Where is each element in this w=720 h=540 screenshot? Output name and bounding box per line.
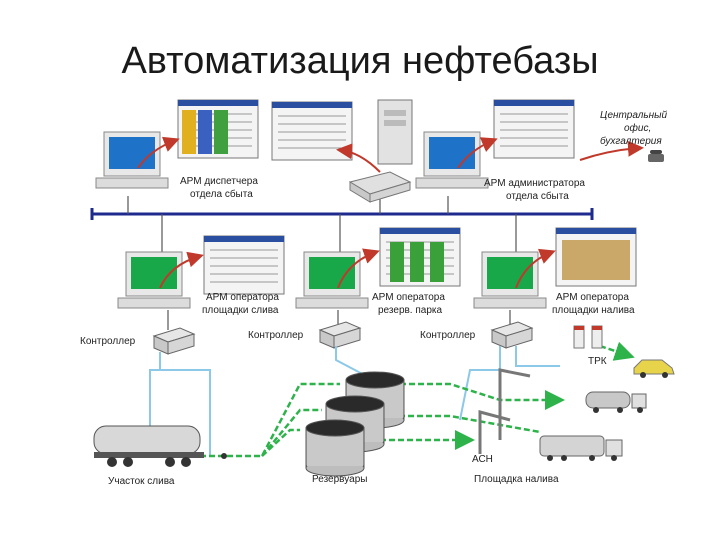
tanker-truck-icon (585, 391, 647, 413)
label-arm-op-fill: АРМ оператора (556, 292, 629, 303)
label-office: Центральный (600, 110, 668, 121)
controller-icon (491, 321, 533, 349)
monitor-icon (117, 251, 191, 309)
controller-icon (319, 321, 361, 349)
monitor-icon (473, 251, 547, 309)
loading-arm-icon (478, 368, 531, 454)
slide-title: Автоматизация нефтебазы (121, 40, 599, 82)
label-asn: АСН (472, 454, 493, 465)
label-trk: ТРК (588, 356, 607, 367)
controller-icon (153, 327, 195, 355)
tank-wagon-icon (93, 425, 204, 467)
window-screenshot (493, 99, 575, 159)
fuel-dispenser-icon (573, 325, 603, 349)
window-screenshot (203, 235, 285, 295)
label-tanks: Резервуары (312, 474, 367, 485)
label-fill-area: Площадка налива (474, 474, 559, 485)
label-arm-op-park-2: резерв. парка (378, 305, 443, 316)
label-arm-dispatcher: АРМ диспетчера (180, 176, 258, 187)
tank-icon (305, 419, 365, 477)
monitor-icon (295, 251, 369, 309)
printer-icon (348, 171, 412, 203)
label-office-3: бухгалтерия (600, 135, 662, 147)
window-screenshot (555, 227, 637, 287)
label-drain-area: Участок слива (108, 476, 175, 487)
server-icon (377, 99, 413, 165)
label-arm-dispatcher-2: отдела сбыта (190, 188, 253, 200)
window-screenshot (379, 227, 461, 287)
tanker-truck-icon (539, 435, 623, 461)
label-controller-3: Контроллер (420, 330, 476, 341)
label-controller-2: Контроллер (248, 330, 304, 341)
label-arm-op-drain: АРМ оператора (206, 292, 279, 303)
label-office-2: офис, (624, 122, 651, 134)
car-icon (633, 359, 675, 378)
label-arm-admin-2: отдела сбыта (506, 190, 569, 202)
label-arm-op-park: АРМ оператора (372, 292, 445, 303)
monitor-icon (415, 131, 489, 189)
label-controller-1: Контроллер (80, 336, 136, 347)
label-arm-op-fill-2: площадки налива (552, 305, 635, 316)
window-screenshot (177, 99, 259, 159)
label-arm-op-drain-2: площадки слива (202, 305, 279, 316)
phone-icon (648, 150, 664, 162)
label-arm-admin: АРМ администратора (484, 178, 585, 189)
window-screenshot (271, 101, 353, 161)
monitor-icon (95, 131, 169, 189)
